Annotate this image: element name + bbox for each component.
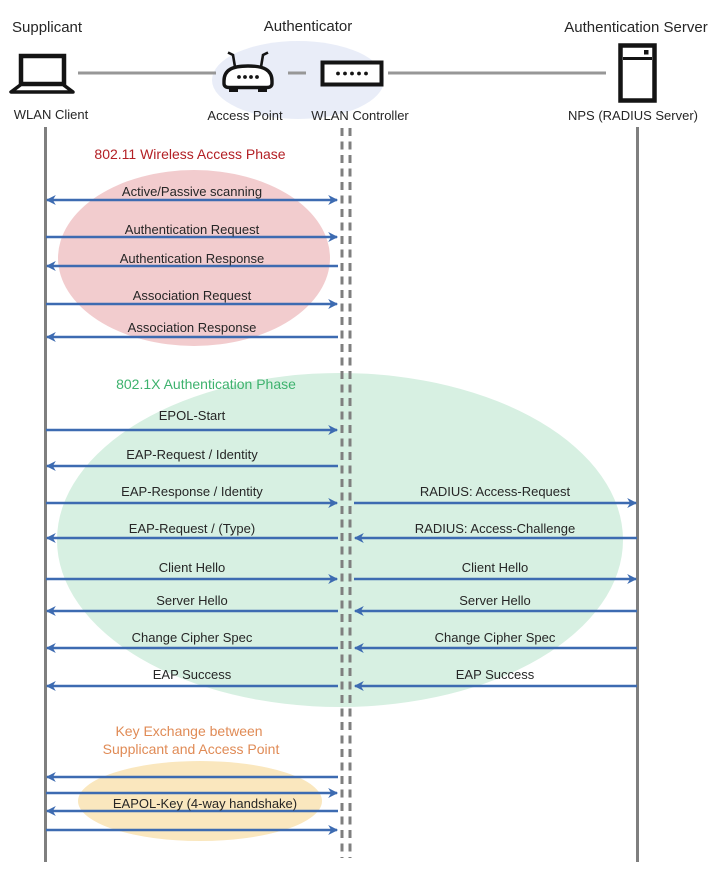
message-label-eap-success-right: EAP Success bbox=[455, 667, 535, 682]
message-label-change-cipher-spec-right: Change Cipher Spec bbox=[434, 630, 556, 645]
device-label-access-point: Access Point bbox=[207, 108, 283, 123]
message-label-eap-request-type: EAP-Request / (Type) bbox=[128, 521, 256, 536]
device-label-wlan-controller: WLAN Controller bbox=[311, 108, 409, 123]
message-label-radius-access-challenge: RADIUS: Access-Challenge bbox=[414, 521, 576, 536]
message-label-radius-access-request: RADIUS: Access-Request bbox=[419, 484, 571, 499]
server-icon bbox=[618, 43, 657, 103]
phase-title-key-exchange-line2: Supplicant and Access Point bbox=[102, 741, 280, 757]
phase-ellipse-wireless bbox=[58, 170, 330, 346]
role-label-authenticator: Authenticator bbox=[263, 18, 353, 35]
message-label-eap-success-left: EAP Success bbox=[152, 667, 232, 682]
phase-title-wireless-access: 802.11 Wireless Access Phase bbox=[94, 146, 286, 162]
message-label-client-hello-right: Client Hello bbox=[461, 560, 529, 575]
message-label-authentication-response: Authentication Response bbox=[119, 251, 265, 266]
message-label-server-hello-left: Server Hello bbox=[156, 593, 228, 608]
message-label-epol-start: EPOL-Start bbox=[158, 408, 226, 423]
network-controller-icon bbox=[320, 60, 384, 87]
message-label-client-hello-left: Client Hello bbox=[158, 560, 226, 575]
lifelines bbox=[44, 127, 639, 862]
message-label-eap-request-identity: EAP-Request / Identity bbox=[126, 447, 258, 462]
message-label-association-response: Association Response bbox=[127, 320, 257, 335]
phase-title-key-exchange-line1: Key Exchange between bbox=[115, 723, 263, 739]
role-label-authentication-server: Authentication Server bbox=[564, 19, 708, 36]
message-label-authentication-request: Authentication Request bbox=[124, 222, 260, 237]
role-label-supplicant: Supplicant bbox=[12, 19, 83, 36]
message-arrows bbox=[45, 195, 638, 835]
message-label-change-cipher-spec-left: Change Cipher Spec bbox=[131, 630, 253, 645]
phase-ellipse-authentication bbox=[57, 373, 623, 707]
message-label-eapol-key-handshake: EAPOL-Key (4-way handshake) bbox=[112, 796, 298, 811]
message-label-server-hello-right: Server Hello bbox=[459, 593, 531, 608]
access-point-icon bbox=[222, 51, 274, 92]
laptop-icon bbox=[9, 53, 75, 94]
message-label-active-passive-scanning: Active/Passive scanning bbox=[121, 184, 263, 199]
message-label-association-request: Association Request bbox=[132, 288, 252, 303]
phase-title-authentication: 802.1X Authentication Phase bbox=[116, 376, 296, 392]
device-label-nps-radius-server: NPS (RADIUS Server) bbox=[567, 108, 699, 123]
message-label-eap-response-identity: EAP-Response / Identity bbox=[121, 484, 263, 499]
phase-ellipse-key-exchange bbox=[78, 761, 322, 841]
device-label-wlan-client: WLAN Client bbox=[13, 107, 89, 122]
